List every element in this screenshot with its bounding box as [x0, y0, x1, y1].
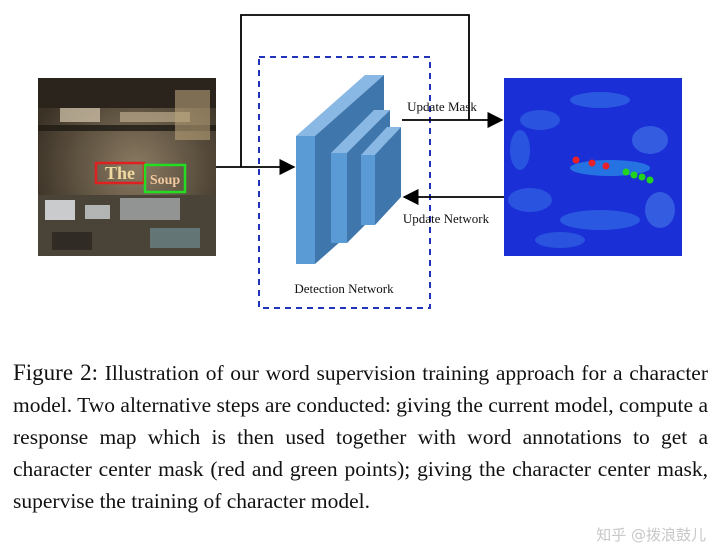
network-blocks	[296, 75, 401, 264]
center-point-green	[646, 176, 654, 184]
scene-text-the: The	[105, 163, 135, 183]
input-image: The Soup	[38, 78, 216, 256]
caption-figure-label: Figure 2:	[13, 360, 98, 385]
figure: The Soup Detection Network	[38, 14, 682, 309]
center-point-green	[630, 171, 638, 179]
update-mask-label: Update Mask	[407, 99, 477, 114]
word-box-soup	[143, 163, 187, 194]
center-point-red	[602, 162, 610, 170]
arrow-feedback-loop	[240, 14, 470, 167]
scene-text-soup: Soup	[150, 173, 181, 188]
detection-network-label: Detection Network	[294, 281, 394, 296]
figure-diagram: The Soup Detection Network	[38, 14, 682, 309]
watermark: 知乎 @拨浪鼓儿	[596, 526, 706, 544]
detection-network-box	[258, 56, 431, 309]
center-point-red	[572, 156, 580, 164]
update-network-label: Update Network	[403, 211, 490, 226]
caption-text: Illustration of our word supervision tra…	[13, 361, 709, 513]
center-point-green	[622, 168, 630, 176]
center-point-green	[638, 173, 646, 181]
response-map	[504, 78, 682, 256]
figure-caption: Figure 2: Illustration of our word super…	[13, 357, 708, 517]
center-point-red	[588, 159, 596, 167]
